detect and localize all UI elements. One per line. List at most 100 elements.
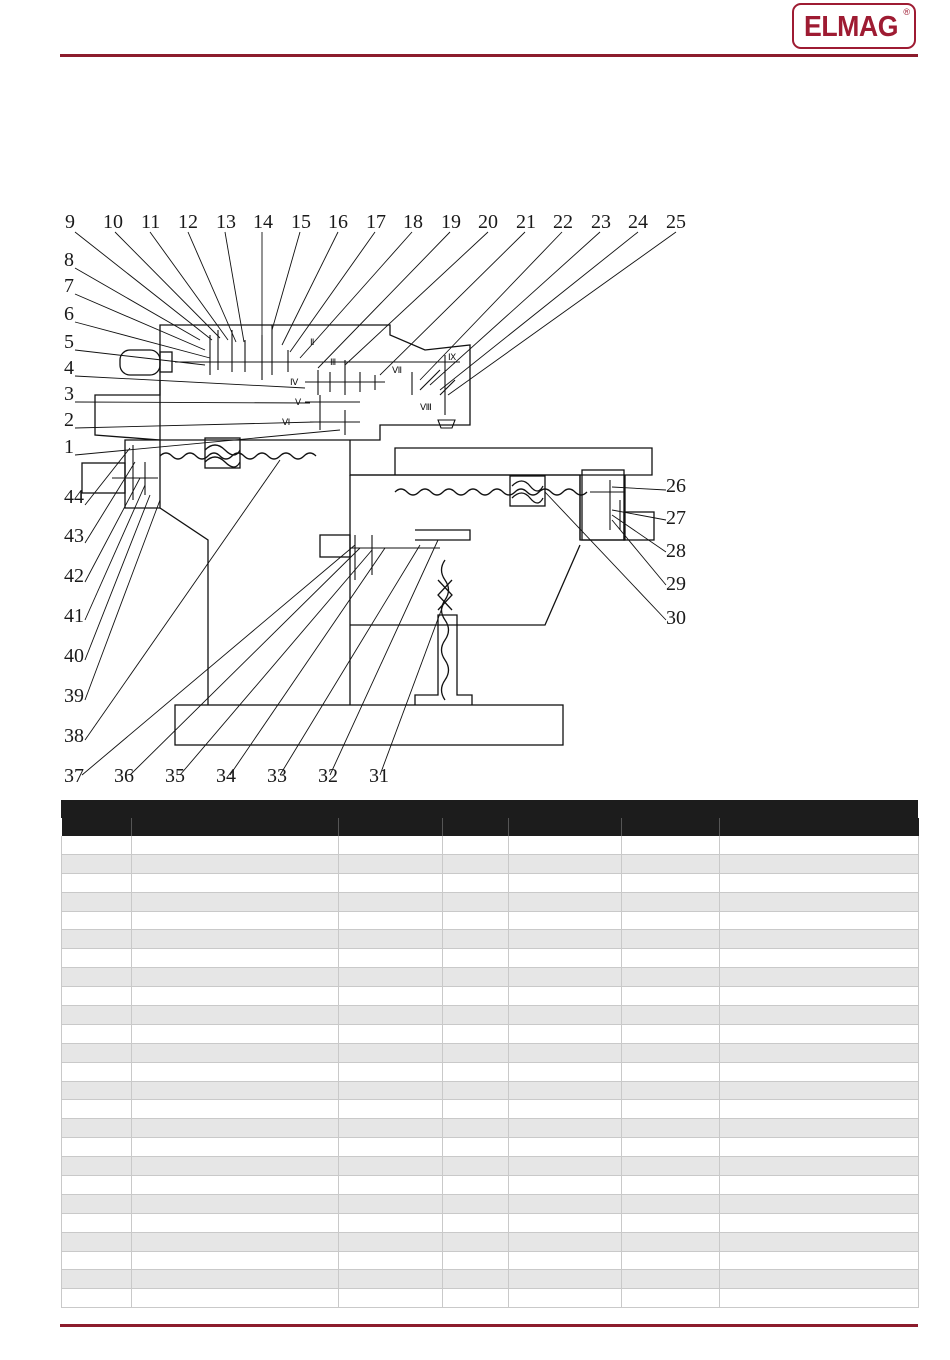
table-cell (508, 1251, 622, 1271)
roman-label: Ⅸ (448, 352, 456, 362)
table-cell (719, 1232, 919, 1252)
callout-30: 30 (666, 607, 686, 629)
roman-labels: Ⅱ Ⅲ Ⅳ Ⅴ Ⅵ Ⅶ Ⅷ Ⅸ (282, 337, 456, 427)
table-cell (442, 873, 509, 893)
callout-43: 43 (64, 525, 84, 547)
callout-22: 22 (553, 211, 573, 233)
table-cell (508, 1137, 622, 1158)
table-cell (338, 1269, 443, 1290)
table-row (61, 929, 919, 950)
table-cell (719, 1005, 919, 1025)
table-cell (131, 1269, 339, 1290)
table-cell (719, 1175, 919, 1195)
table-cell (61, 1024, 132, 1044)
table-cell (338, 1232, 443, 1252)
table-cell (719, 873, 919, 893)
table-cell (338, 836, 443, 855)
callout-27: 27 (666, 507, 686, 529)
table-row (61, 836, 919, 855)
table-cell (508, 1081, 622, 1101)
table-cell (621, 1232, 720, 1252)
table-cell (131, 1118, 339, 1139)
table-cell (131, 873, 339, 893)
table-cell (442, 967, 509, 988)
roman-label: Ⅵ (282, 417, 290, 427)
callout-20: 20 (478, 211, 498, 233)
callout-8: 8 (64, 249, 74, 271)
logo-text: ELMAG (803, 11, 899, 43)
header-cell (719, 818, 919, 836)
table-row (61, 1194, 919, 1214)
nut-box-2 (509, 475, 546, 507)
table-cell (621, 911, 720, 931)
callout-10: 10 (103, 211, 123, 233)
table-cell (621, 854, 720, 874)
callout-38: 38 (64, 725, 84, 747)
table-cell (621, 1251, 720, 1271)
table-cell (621, 836, 720, 855)
table-cell (508, 1156, 622, 1177)
header-rule (60, 54, 918, 57)
table-cell (442, 1081, 509, 1101)
table-cell (338, 1288, 443, 1309)
table-row (61, 873, 919, 893)
table-cell (719, 1137, 919, 1158)
table-cell (442, 1099, 509, 1120)
table-cell (131, 986, 339, 1007)
parts-table (61, 800, 919, 1309)
table-row (61, 1137, 919, 1158)
table-cell (442, 1175, 509, 1195)
table-cell (719, 1194, 919, 1214)
vertical-nut (437, 579, 453, 611)
table-cell (508, 948, 622, 969)
table-cell (61, 929, 132, 950)
table-cell (61, 1043, 132, 1063)
table-cell (61, 1175, 132, 1195)
table-cell (61, 836, 132, 855)
callout-13: 13 (216, 211, 236, 233)
callout-34: 34 (216, 765, 236, 787)
table-cell (338, 1043, 443, 1063)
table-cell (719, 1213, 919, 1233)
callout-32: 32 (318, 765, 338, 787)
table-cell (131, 1005, 339, 1025)
table-cell (61, 1232, 132, 1252)
table-cell (442, 1213, 509, 1233)
head-front (94, 380, 161, 441)
table-cell (621, 1099, 720, 1120)
header-cell (621, 818, 720, 836)
table-cell (621, 1175, 720, 1195)
table-cell (442, 1062, 509, 1082)
roman-label: Ⅳ (290, 377, 299, 387)
table-header-row (61, 818, 919, 836)
table-row (61, 1175, 919, 1195)
table-cell (621, 1213, 720, 1233)
table-cell (442, 1118, 509, 1139)
callout-14: 14 (253, 211, 273, 233)
nut-2 (511, 480, 544, 504)
table-cell (719, 948, 919, 969)
table-cell (338, 1099, 443, 1120)
table-cell (621, 873, 720, 893)
callout-labels: 9 10 11 12 13 14 15 16 17 18 19 20 21 22… (64, 211, 686, 787)
callout-11: 11 (141, 211, 160, 233)
table-row (61, 911, 919, 931)
table-cell (338, 1062, 443, 1082)
table-cell (719, 1288, 919, 1309)
table-cell (442, 1251, 509, 1271)
table-cell (719, 1269, 919, 1290)
table-cell (131, 1099, 339, 1120)
table-cell (131, 967, 339, 988)
table-cell (131, 1288, 339, 1309)
callout-29: 29 (666, 573, 686, 595)
header-cell (442, 818, 509, 836)
table-cell (508, 836, 622, 855)
table-cell (508, 873, 622, 893)
callout-9: 9 (65, 211, 75, 233)
table-cell (61, 1213, 132, 1233)
table-cell (442, 1005, 509, 1025)
table-cell (442, 1024, 509, 1044)
registered-mark: ® (903, 7, 910, 17)
table-cell (442, 1043, 509, 1063)
table-cell (131, 1156, 339, 1177)
